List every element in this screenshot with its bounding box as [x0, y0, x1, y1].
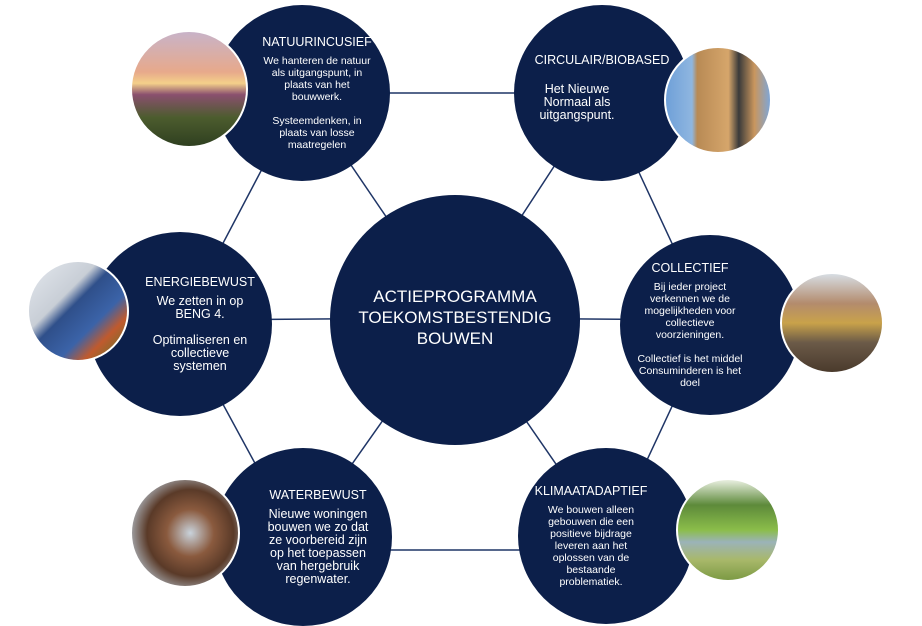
node-title: NATUURINCUSIEF	[262, 35, 372, 49]
node-body: Nieuwe woningen bouwen we zo dat ze voor…	[267, 507, 369, 586]
solar-panel-photo	[27, 260, 129, 362]
node-body: Bij ieder project verkennen we de mogeli…	[637, 281, 743, 389]
node-title: WATERBEWUST	[269, 488, 367, 502]
node-body: Het Nieuwe Normaal als uitgangspunt.	[539, 82, 615, 122]
node-collectief: COLLECTIEF Bij ieder project verkennen w…	[620, 235, 800, 415]
center-title: ACTIEPROGRAMMA TOEKOMSTBESTENDIG BOUWEN	[358, 286, 552, 348]
node-title: CIRCULAIR/BIOBASED	[534, 53, 670, 67]
node-klimaatadaptief: KLIMAATADAPTIEF We bouwen alleen gebouwe…	[518, 448, 694, 624]
center-circle: ACTIEPROGRAMMA TOEKOMSTBESTENDIG BOUWEN	[330, 195, 580, 445]
node-title: KLIMAATADAPTIEF	[534, 484, 648, 498]
node-body: We hanteren de natuur als uitgangspunt, …	[263, 55, 371, 151]
node-title: COLLECTIEF	[651, 261, 729, 275]
hands-washing-photo	[130, 478, 240, 588]
node-body: We bouwen alleen gebouwen die een positi…	[547, 504, 635, 588]
water-park-photo	[676, 478, 780, 582]
community-planting-photo	[780, 272, 884, 374]
node-body: We zetten in op BENG 4. Optimaliseren en…	[152, 294, 248, 373]
node-waterbewust: WATERBEWUST Nieuwe woningen bouwen we zo…	[214, 448, 392, 626]
wooden-house-photo	[664, 46, 772, 154]
node-title: ENERGIEBEWUST	[145, 275, 255, 289]
node-circulair: CIRCULAIR/BIOBASED Het Nieuwe Normaal al…	[514, 5, 690, 181]
flower-field-photo	[130, 30, 248, 148]
